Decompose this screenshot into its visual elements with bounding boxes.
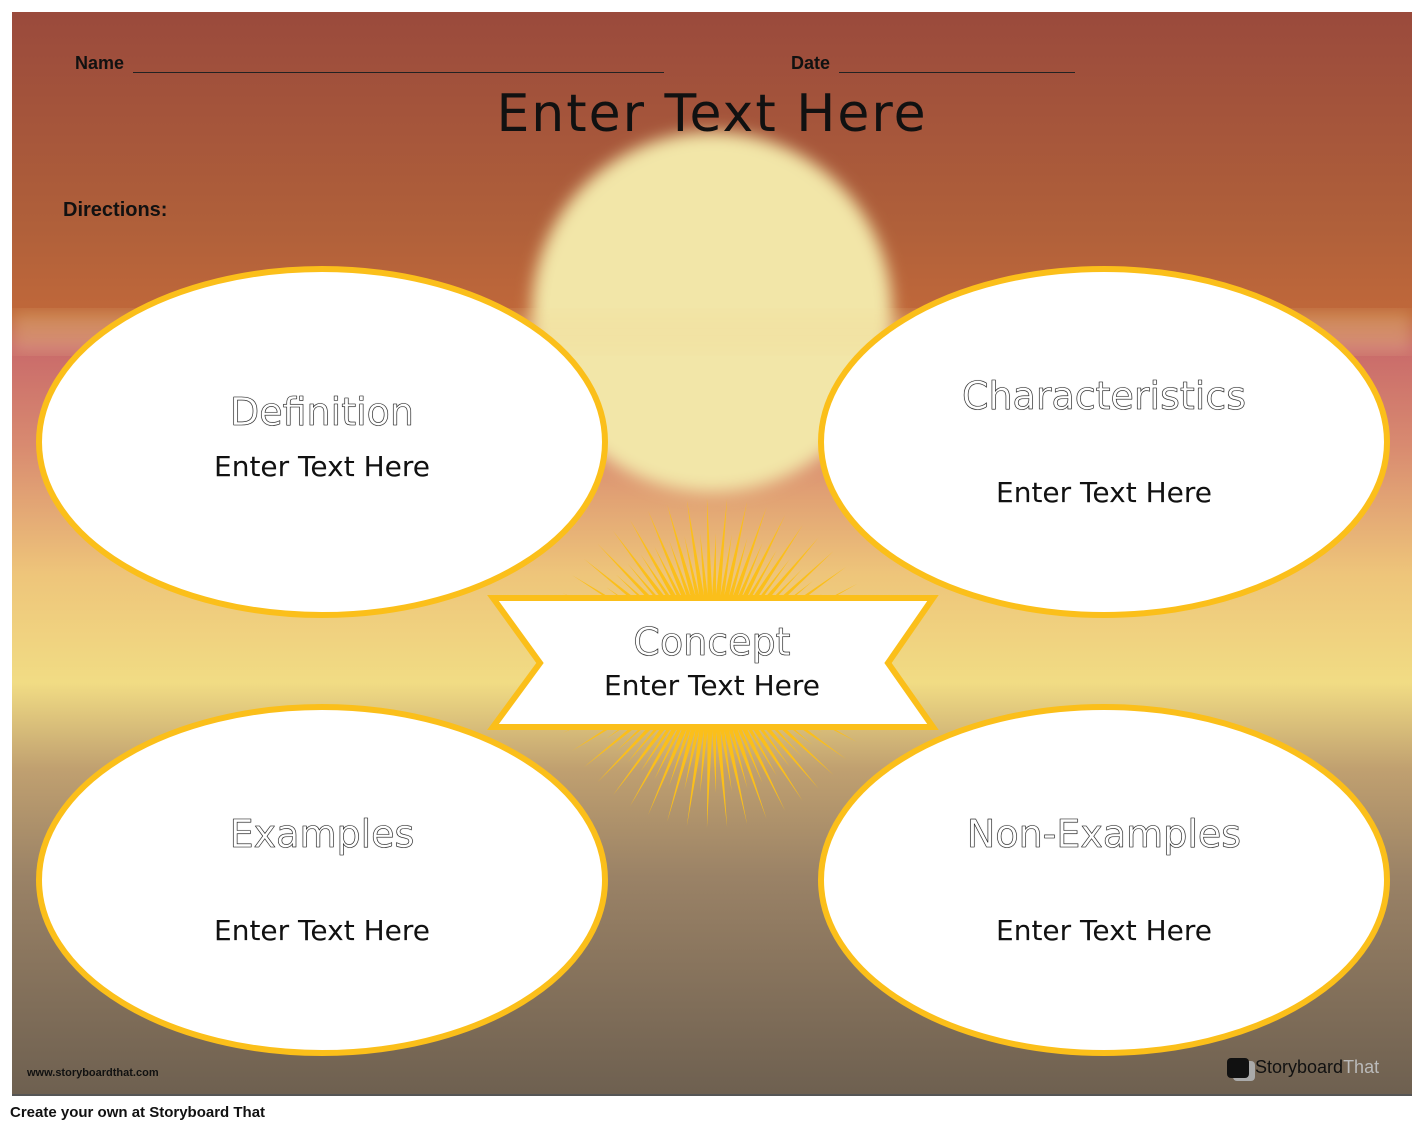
date-label: Date — [791, 53, 831, 73]
examples-ellipse — [36, 704, 608, 1056]
concept-text[interactable]: Enter Text Here — [604, 669, 820, 702]
non-examples-heading: Non-Examples — [966, 812, 1242, 857]
date-field[interactable] — [839, 72, 1075, 73]
speech-bubble-icon — [1227, 1057, 1249, 1078]
name-label: Name — [75, 53, 125, 73]
worksheet-canvas: Name Date Enter Text Here Directions: De… — [12, 12, 1412, 1096]
website-watermark: www.storyboardthat.com — [27, 1067, 159, 1079]
non-examples-text[interactable]: Enter Text Here — [996, 914, 1212, 947]
characteristics-text[interactable]: Enter Text Here — [996, 476, 1212, 509]
name-field[interactable] — [133, 72, 664, 73]
sunset-background — [12, 12, 1412, 1094]
create-your-own-link[interactable]: Create your own at Storyboard That — [10, 1104, 266, 1121]
characteristics-heading: Characteristics — [961, 374, 1247, 419]
non-examples-ellipse — [818, 704, 1390, 1056]
examples-heading: Examples — [229, 812, 415, 857]
worksheet-title[interactable]: Enter Text Here — [496, 84, 928, 144]
concept-banner — [487, 595, 939, 730]
concept-heading: Concept — [633, 620, 791, 665]
examples-text[interactable]: Enter Text Here — [214, 914, 430, 947]
definition-text[interactable]: Enter Text Here — [214, 450, 430, 483]
definition-ellipse — [36, 266, 608, 618]
directions-label: Directions: — [63, 199, 168, 221]
characteristics-ellipse — [818, 266, 1390, 618]
definition-heading: Definition — [229, 390, 415, 435]
